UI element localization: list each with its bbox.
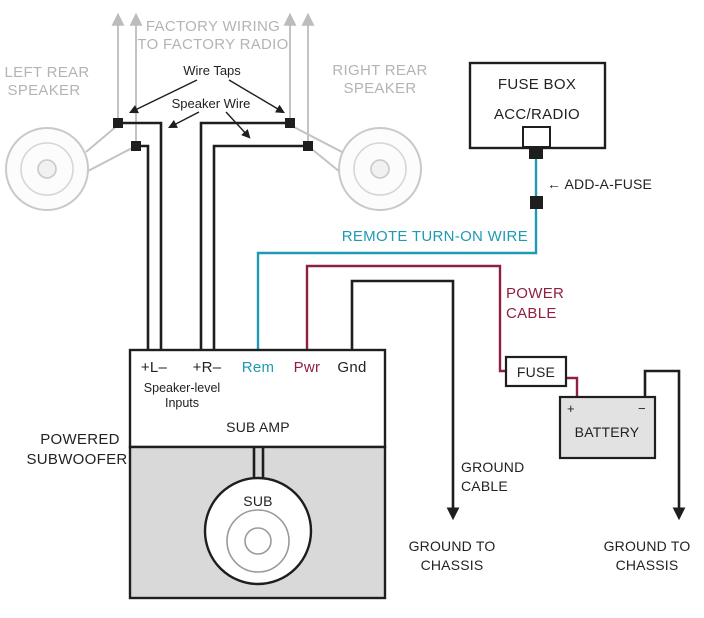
battery-ground-path: [643, 369, 686, 521]
ground-cable-path: [350, 279, 460, 521]
amp-terminal-gnd: Gnd: [337, 359, 366, 376]
speaker-wire-right-top: [199, 121, 290, 350]
fuse-label: FUSE: [517, 364, 555, 380]
speaker-wire-right-bottom: [212, 144, 308, 350]
wire-tap-left-1: [113, 118, 123, 128]
wire-tap-left-2: [131, 141, 141, 151]
acc-radio-label: ACC/RADIO: [494, 106, 580, 123]
right-speaker-inner-ring: [353, 142, 407, 196]
powered-subwoofer-label-line1: POWERED: [40, 431, 120, 448]
fuse-outline: [504, 355, 568, 388]
left-speaker-label-line1: LEFT REAR: [5, 64, 90, 81]
amp-outline: [128, 348, 387, 449]
battery-minus-terminal: −: [638, 401, 646, 416]
factory-wiring-label-line1: FACTORY WIRING: [146, 18, 280, 35]
add-a-fuse-label: ← ADD-A-FUSE: [547, 176, 652, 192]
speaker-wire-left-bottom: [136, 144, 150, 350]
right-speaker-label-line2: SPEAKER: [344, 80, 417, 97]
speaker-wire-left-top: [118, 121, 163, 350]
sub-amp-label: SUB AMP: [226, 419, 290, 435]
power-cable-path: [305, 264, 506, 373]
power-cable-label-line1: POWER: [506, 285, 564, 302]
remote-turn-on-wire-label: REMOTE TURN-ON WIRE: [342, 228, 528, 245]
amp-terminal-right: +R–: [193, 359, 222, 376]
left-speaker-inner-ring: [20, 142, 74, 196]
power-cable-label-line2: CABLE: [506, 305, 557, 322]
ground-chassis-amp-label-line2: CHASSIS: [421, 557, 484, 573]
battery-outline: [558, 395, 657, 460]
fuse-box-label: FUSE BOX: [498, 76, 576, 93]
battery: + − BATTERY: [558, 395, 657, 460]
left-rear-speaker: [5, 127, 89, 211]
right-rear-speaker: [338, 127, 422, 211]
ground-cable-label-line2: CABLE: [461, 478, 508, 494]
right-speaker-label-line1: RIGHT REAR: [332, 62, 427, 79]
wire-tap-squares: [113, 118, 313, 151]
speaker-wire-arrow-right: [225, 111, 251, 139]
add-a-fuse-holder: [530, 196, 543, 209]
acc-fuse-slot: [522, 126, 551, 148]
sub-dust-cap: [244, 527, 272, 555]
wire-tap-right-1: [285, 118, 295, 128]
wire-taps-arrow-left: [128, 79, 198, 114]
subwoofer-enclosure: SUB: [128, 445, 387, 600]
factory-wire-left-2: [87, 12, 143, 172]
add-a-fuse-plug: [529, 146, 543, 159]
factory-wire-left-1: [85, 12, 125, 153]
sub-cone-inner: [226, 509, 290, 573]
ground-cable-label-line1: GROUND: [461, 459, 524, 475]
ground-chassis-battery-label-line2: CHASSIS: [616, 557, 679, 573]
wire-taps-arrow-right: [228, 79, 285, 114]
right-speaker-center: [370, 159, 390, 179]
wire-tap-right-2: [303, 141, 313, 151]
factory-wire-right-1: [283, 12, 343, 153]
left-speaker-center: [37, 159, 57, 179]
wire-taps-pointers: [128, 79, 285, 114]
ground-chassis-battery-label-line1: GROUND TO: [604, 538, 691, 554]
battery-label: BATTERY: [575, 424, 640, 440]
battery-plus-terminal: +: [567, 401, 575, 416]
speaker-wire-label: Speaker Wire: [172, 96, 251, 111]
ground-chassis-amp-label-line1: GROUND TO: [409, 538, 496, 554]
amp-terminal-rem: Rem: [242, 359, 275, 376]
sub-amp: +L– +R– Rem Pwr Gnd Speaker-level Inputs…: [128, 348, 387, 449]
speaker-level-inputs-line1: Speaker-level: [144, 381, 220, 395]
speaker-level-wires: [118, 121, 308, 350]
amp-terminal-left: +L–: [141, 359, 168, 376]
powered-subwoofer-label-line2: SUBWOOFER: [26, 451, 127, 468]
fuse-box: FUSE BOX ACC/RADIO: [468, 61, 607, 159]
wire-taps-label: Wire Taps: [183, 63, 241, 78]
speaker-level-inputs-line2: Inputs: [165, 396, 199, 410]
inline-fuse: FUSE: [504, 355, 568, 388]
factory-wiring-label-line2: TO FACTORY RADIO: [137, 36, 288, 53]
speaker-wire-arrow-left: [168, 111, 200, 129]
amp-terminal-pwr: Pwr: [294, 359, 321, 376]
power-cable-fuse-to-battery: [566, 376, 579, 397]
sub-label: SUB: [243, 493, 272, 509]
left-speaker-label-line2: SPEAKER: [8, 82, 81, 99]
speaker-wire-pointers: [168, 111, 251, 139]
